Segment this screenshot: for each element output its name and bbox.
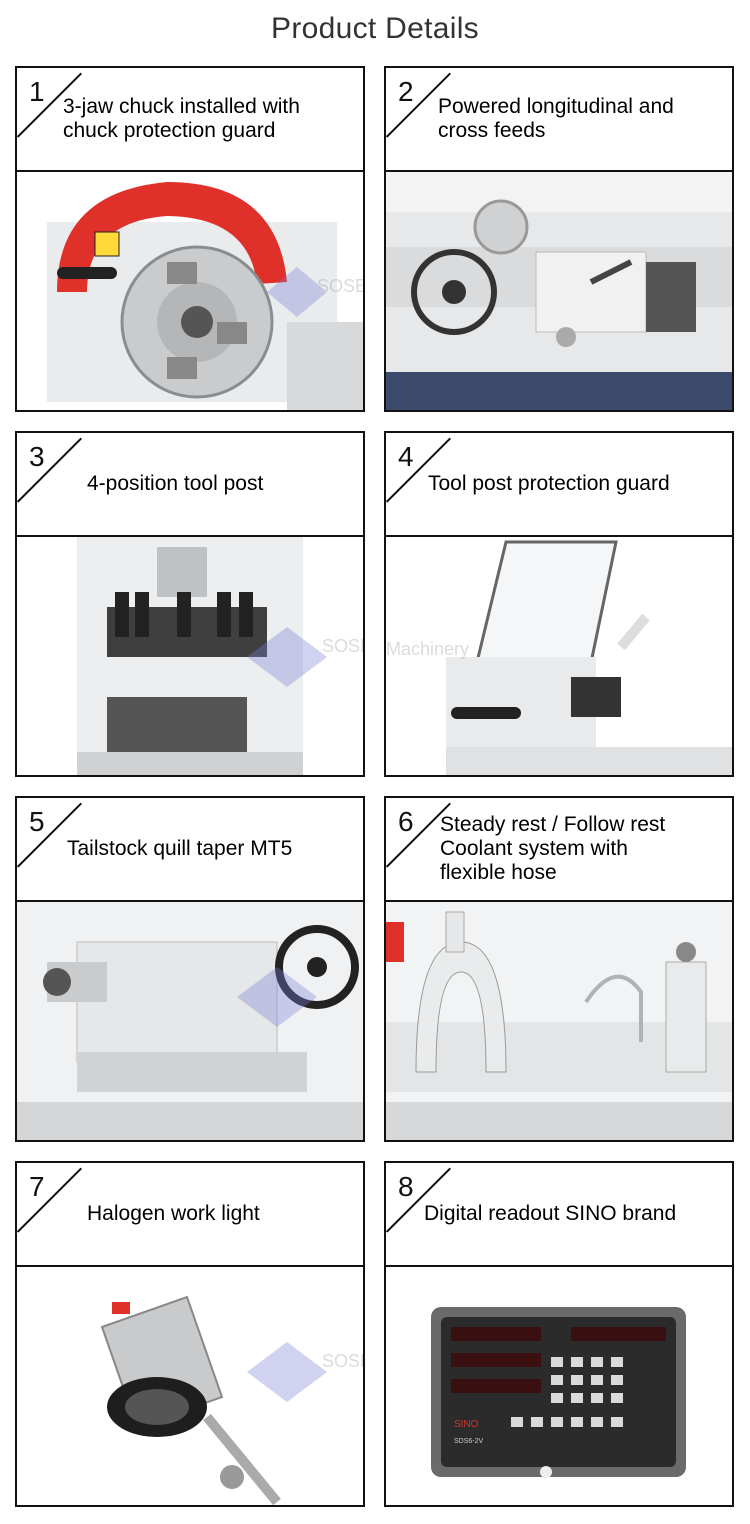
feature-label: 3-jaw chuck installed with chuck protect… bbox=[63, 95, 300, 142]
feed-apron-photo bbox=[386, 172, 732, 410]
page-title: Product Details bbox=[271, 12, 479, 45]
chuck-photo: SOSEN bbox=[17, 172, 363, 410]
watermark-brand: SOSEN bbox=[322, 636, 363, 656]
card-header: 5 Tailstock quill taper MT5 bbox=[17, 798, 363, 902]
card-number: 5 bbox=[29, 806, 45, 837]
feature-card-7: 7 Halogen work light SOSEN bbox=[15, 1161, 365, 1507]
card-header: 3 4-position tool post bbox=[17, 433, 363, 537]
divider-slash bbox=[17, 437, 83, 503]
feature-card-5: 5 Tailstock quill taper MT5 bbox=[15, 796, 365, 1142]
card-header: 1 3-jaw chuck installed with chuck prote… bbox=[17, 68, 363, 172]
watermark-sub: Machinery bbox=[386, 639, 469, 659]
card-header: 4 Tool post protection guard bbox=[386, 433, 732, 537]
tool-post-photo: SOSEN bbox=[17, 537, 363, 775]
guard-photo: Machinery bbox=[386, 537, 732, 775]
divider-slash bbox=[17, 1167, 83, 1233]
feature-label: Tailstock quill taper MT5 bbox=[67, 837, 293, 860]
feature-label: Digital readout SINO brand bbox=[424, 1202, 677, 1225]
card-number: 8 bbox=[398, 1171, 414, 1202]
tailstock-photo bbox=[17, 902, 363, 1140]
feature-card-3: 3 4-position tool post SOSEN bbox=[15, 431, 365, 777]
watermark-logo: SOSEN bbox=[267, 267, 363, 317]
feature-label: Tool post protection guard bbox=[428, 472, 670, 495]
steady-rest-photo bbox=[386, 902, 732, 1140]
card-number: 1 bbox=[29, 76, 45, 107]
feature-card-8: 8 Digital readout SINO brand S bbox=[384, 1161, 734, 1507]
feature-card-6: 6 Steady rest / Follow rest Coolant syst… bbox=[384, 796, 734, 1142]
card-number: 3 bbox=[29, 441, 45, 472]
work-light-photo: SOSEN bbox=[17, 1267, 363, 1505]
feature-label: Steady rest / Follow rest Coolant system… bbox=[440, 813, 666, 884]
card-header: 2 Powered longitudinal and cross feeds bbox=[386, 68, 732, 172]
feature-label: Halogen work light bbox=[87, 1202, 260, 1225]
dro-brand-text: SINO bbox=[454, 1419, 479, 1430]
dro-model-text: SDS6-2V bbox=[454, 1438, 484, 1445]
feature-card-1: 1 3-jaw chuck installed with chuck prote… bbox=[15, 66, 365, 412]
dro-photo: SINO SDS6-2V bbox=[386, 1267, 732, 1505]
card-number: 4 bbox=[398, 441, 414, 472]
card-header: 7 Halogen work light bbox=[17, 1163, 363, 1267]
card-number: 2 bbox=[398, 76, 414, 107]
watermark-brand: SOSEN bbox=[317, 276, 363, 296]
card-header: 8 Digital readout SINO brand bbox=[386, 1163, 732, 1267]
card-header: 6 Steady rest / Follow rest Coolant syst… bbox=[386, 798, 732, 902]
card-number: 6 bbox=[398, 806, 414, 837]
feature-card-4: 4 Tool post protection guard Machinery bbox=[384, 431, 734, 777]
feature-card-2: 2 Powered longitudinal and cross feeds bbox=[384, 66, 734, 412]
feature-label: 4-position tool post bbox=[87, 472, 264, 495]
feature-label: Powered longitudinal and cross feeds bbox=[438, 95, 674, 142]
card-number: 7 bbox=[29, 1171, 45, 1202]
watermark-brand: SOSEN bbox=[322, 1351, 363, 1371]
